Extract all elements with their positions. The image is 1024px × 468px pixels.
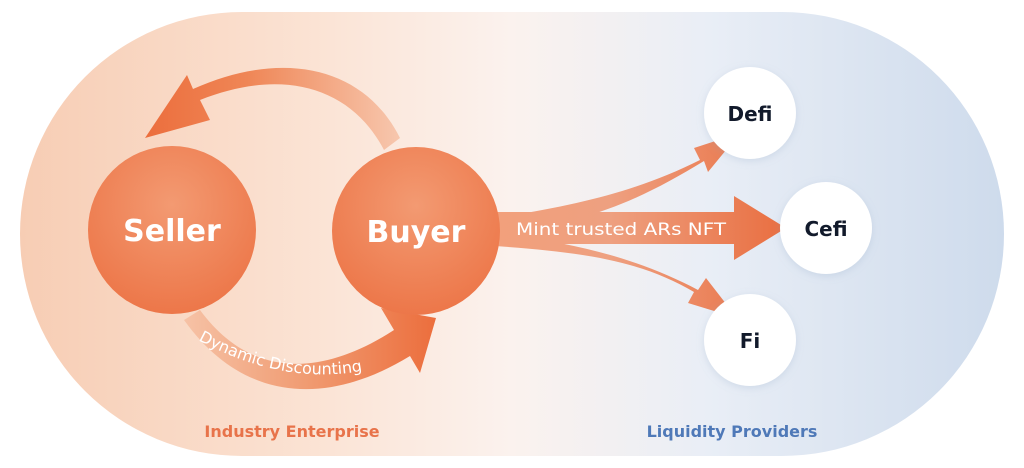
arrow-to-cefi [495,196,786,260]
seller-node: Seller [88,146,256,314]
mint-label: Mint trusted ARs NFT [516,220,727,240]
arrow-seller-to-buyer [184,308,436,390]
fi-node [704,294,796,386]
cefi-node [780,182,872,274]
industry-enterprise-label: Industry Enterprise [204,422,379,441]
seller-label: Seller [123,214,221,249]
cefi-label: Cefi [804,217,847,241]
defi-node [704,67,796,159]
buyer-label: Buyer [367,215,466,250]
liquidity-providers-label: Liquidity Providers [647,422,818,441]
defi-label: Defi [728,102,773,126]
arrow-buyer-to-seller [145,67,400,150]
buyer-node: Buyer [332,147,500,315]
arrow-to-fi [495,234,737,318]
fi-label: Fi [740,329,761,353]
